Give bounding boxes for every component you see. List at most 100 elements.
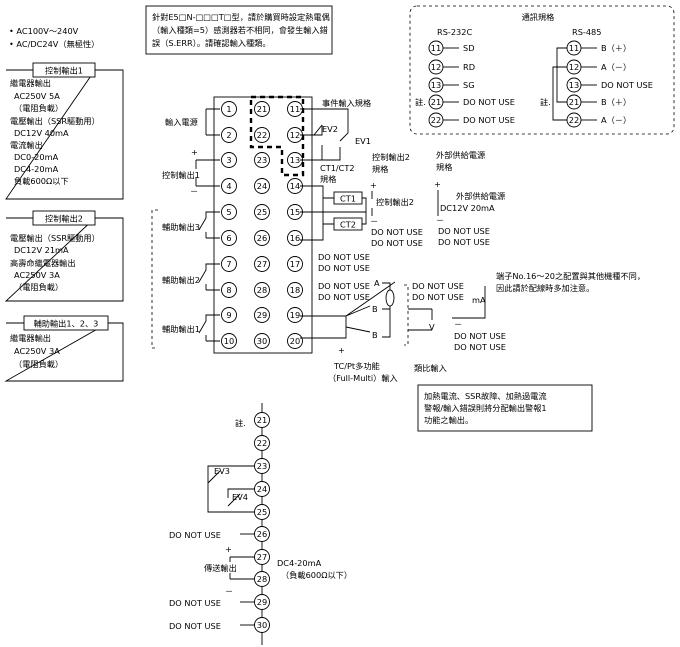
bottom-terminal-21: 21: [254, 412, 270, 428]
co2-line-4: AC250V 3A: [14, 270, 60, 280]
bottom-terminal-28-number: 28: [257, 574, 267, 584]
rtd-element: [385, 289, 395, 307]
event-input-label: 事件輸入規格: [322, 98, 371, 108]
terminal-11-number: 11: [290, 104, 300, 114]
tc-plus: +: [338, 345, 345, 355]
e5n-note-line-3: 誤（S.ERR）。請確認輸入種類。: [152, 38, 271, 48]
rs485-terminal-22: 22: [569, 115, 579, 125]
terminal-18: 18: [287, 282, 303, 298]
rs232-terminal-21: 21: [431, 97, 441, 107]
terminal-4-number: 4: [226, 181, 231, 191]
bottom-terminal-28: 28: [254, 571, 270, 587]
aux1-relay: [198, 314, 220, 342]
terminal-6-number: 6: [226, 233, 231, 243]
control-out2-tab: [32, 210, 96, 226]
terminal-29: 29: [254, 307, 270, 323]
rs232-terminal-13: 13: [431, 80, 441, 90]
transfer-load: （負載600Ω以下）: [281, 570, 352, 580]
aux-line-1: 繼電器輸出: [10, 333, 51, 343]
tc-pt-sensor: [345, 281, 396, 333]
rs232-label-dnu2: DO NOT USE: [463, 115, 515, 125]
rs232-label-rd: RD: [463, 62, 475, 72]
tc-b1-label: B: [372, 304, 378, 314]
dnu-29: DO NOT USE: [169, 598, 221, 608]
terminal-5-number: 5: [226, 207, 231, 217]
dnu-30: DO NOT USE: [169, 621, 221, 631]
ext-spec-line-1: 外部供給電源: [436, 150, 485, 160]
power-input-wire: [205, 108, 220, 136]
bottom-terminal-30-number: 30: [257, 620, 267, 630]
v-label: V: [429, 322, 435, 332]
control-out1-panel: [5, 69, 124, 200]
co2-line-3: 高壽命繼電器輸出: [10, 258, 76, 268]
terminal-19: 19: [287, 307, 303, 323]
bottom-terminal-24: 24: [254, 481, 270, 497]
rs232-label: RS-232C: [437, 27, 472, 37]
terminal-4: 4: [221, 178, 237, 194]
ct-loop: [323, 197, 367, 225]
terminal-26-number: 26: [257, 233, 267, 243]
terminal-27: 27: [254, 256, 270, 272]
bottom-terminal-24-number: 24: [257, 484, 267, 494]
terminal-29-number: 29: [257, 310, 267, 320]
terminal-9-number: 9: [226, 310, 231, 320]
bottom-terminal-23-number: 23: [257, 461, 267, 471]
co2-minus: －: [370, 216, 378, 226]
aux-line-3: （電阻負載）: [14, 359, 63, 369]
dnu-analog2-line-1: DO NOT USE: [454, 331, 506, 341]
rs485-label-b2: B（＋）: [601, 97, 631, 107]
power-spec-dc: • AC/DC24V（無極性）: [9, 39, 99, 49]
control-out1-label: 控制輸出1: [162, 170, 200, 180]
bottom-terminal-30: 30: [254, 617, 270, 633]
comm-spec-title: 通訊規格: [522, 12, 555, 22]
terminal-8-number: 8: [226, 285, 231, 295]
terminal-20: 20: [287, 333, 303, 349]
bottom-terminal-22-number: 22: [257, 438, 267, 448]
transfer-out-label: 傳送輸出: [204, 563, 237, 573]
co1-line-1: 繼電器輸出: [10, 78, 51, 88]
terminal-note-line-2: 因此請於配線時多加注意。: [496, 283, 594, 293]
terminal-23: 23: [254, 152, 270, 168]
terminal-9: 9: [221, 307, 237, 323]
alarm-note-line-3: 功能之輸出。: [424, 415, 473, 425]
terminal-2-number: 2: [226, 130, 231, 140]
bottom-terminal-29-number: 29: [257, 597, 267, 607]
terminal-2: 2: [221, 127, 237, 143]
dnu-26: DO NOT USE: [169, 530, 221, 540]
rs485-terminal-13: 13: [569, 80, 579, 90]
terminal-8: 8: [221, 282, 237, 298]
dnu-18-line-2: DO NOT USE: [318, 292, 370, 302]
bottom-terminal-21-number: 21: [257, 415, 267, 425]
co1-plus: +: [191, 147, 198, 157]
terminal-7: 7: [221, 256, 237, 272]
rs485-label-b1: B（＋）: [601, 43, 631, 53]
ext-plus: +: [434, 179, 441, 189]
terminal-13-number: 13: [290, 155, 300, 165]
dnu-16-line-1: DO NOT USE: [371, 227, 423, 237]
ct2-label: CT2: [340, 220, 356, 230]
ct-wire: [300, 185, 324, 241]
co2-line-1: 電壓輸出（SSR驅動用）: [10, 233, 100, 243]
aux-out-panel-title: 輔助輸出1、2、3: [34, 319, 99, 329]
co1-line-5: DC12V 40mA: [14, 128, 69, 138]
rs232-label-sg: SG: [463, 80, 475, 90]
control-out1-panel-title: 控制輸出1: [45, 66, 83, 76]
co1-line-9: 負載600Ω以下: [14, 176, 69, 186]
co1-line-7: DC0-20mA: [14, 152, 59, 162]
alarm-note-line-2: 警報/輸入錯誤則將分配輸出警報1: [424, 403, 547, 413]
ev2-switch: [313, 124, 323, 136]
terminal-6: 6: [221, 230, 237, 246]
terminal-3-number: 3: [226, 155, 231, 165]
terminal-10: 10: [221, 333, 237, 349]
terminal-28-number: 28: [257, 285, 267, 295]
terminal-15-number: 15: [290, 207, 300, 217]
rs485-label-a2: A（－）: [601, 115, 631, 125]
ext-power-label: 外部供給電源: [456, 191, 505, 201]
co1-minus: －: [190, 186, 198, 196]
tc-pt-line-1: TC/Pt多功能: [333, 361, 380, 371]
terminal-3: 3: [221, 152, 237, 168]
terminal-25-number: 25: [257, 207, 267, 217]
co1-line-8: DC4-20mA: [14, 164, 59, 174]
